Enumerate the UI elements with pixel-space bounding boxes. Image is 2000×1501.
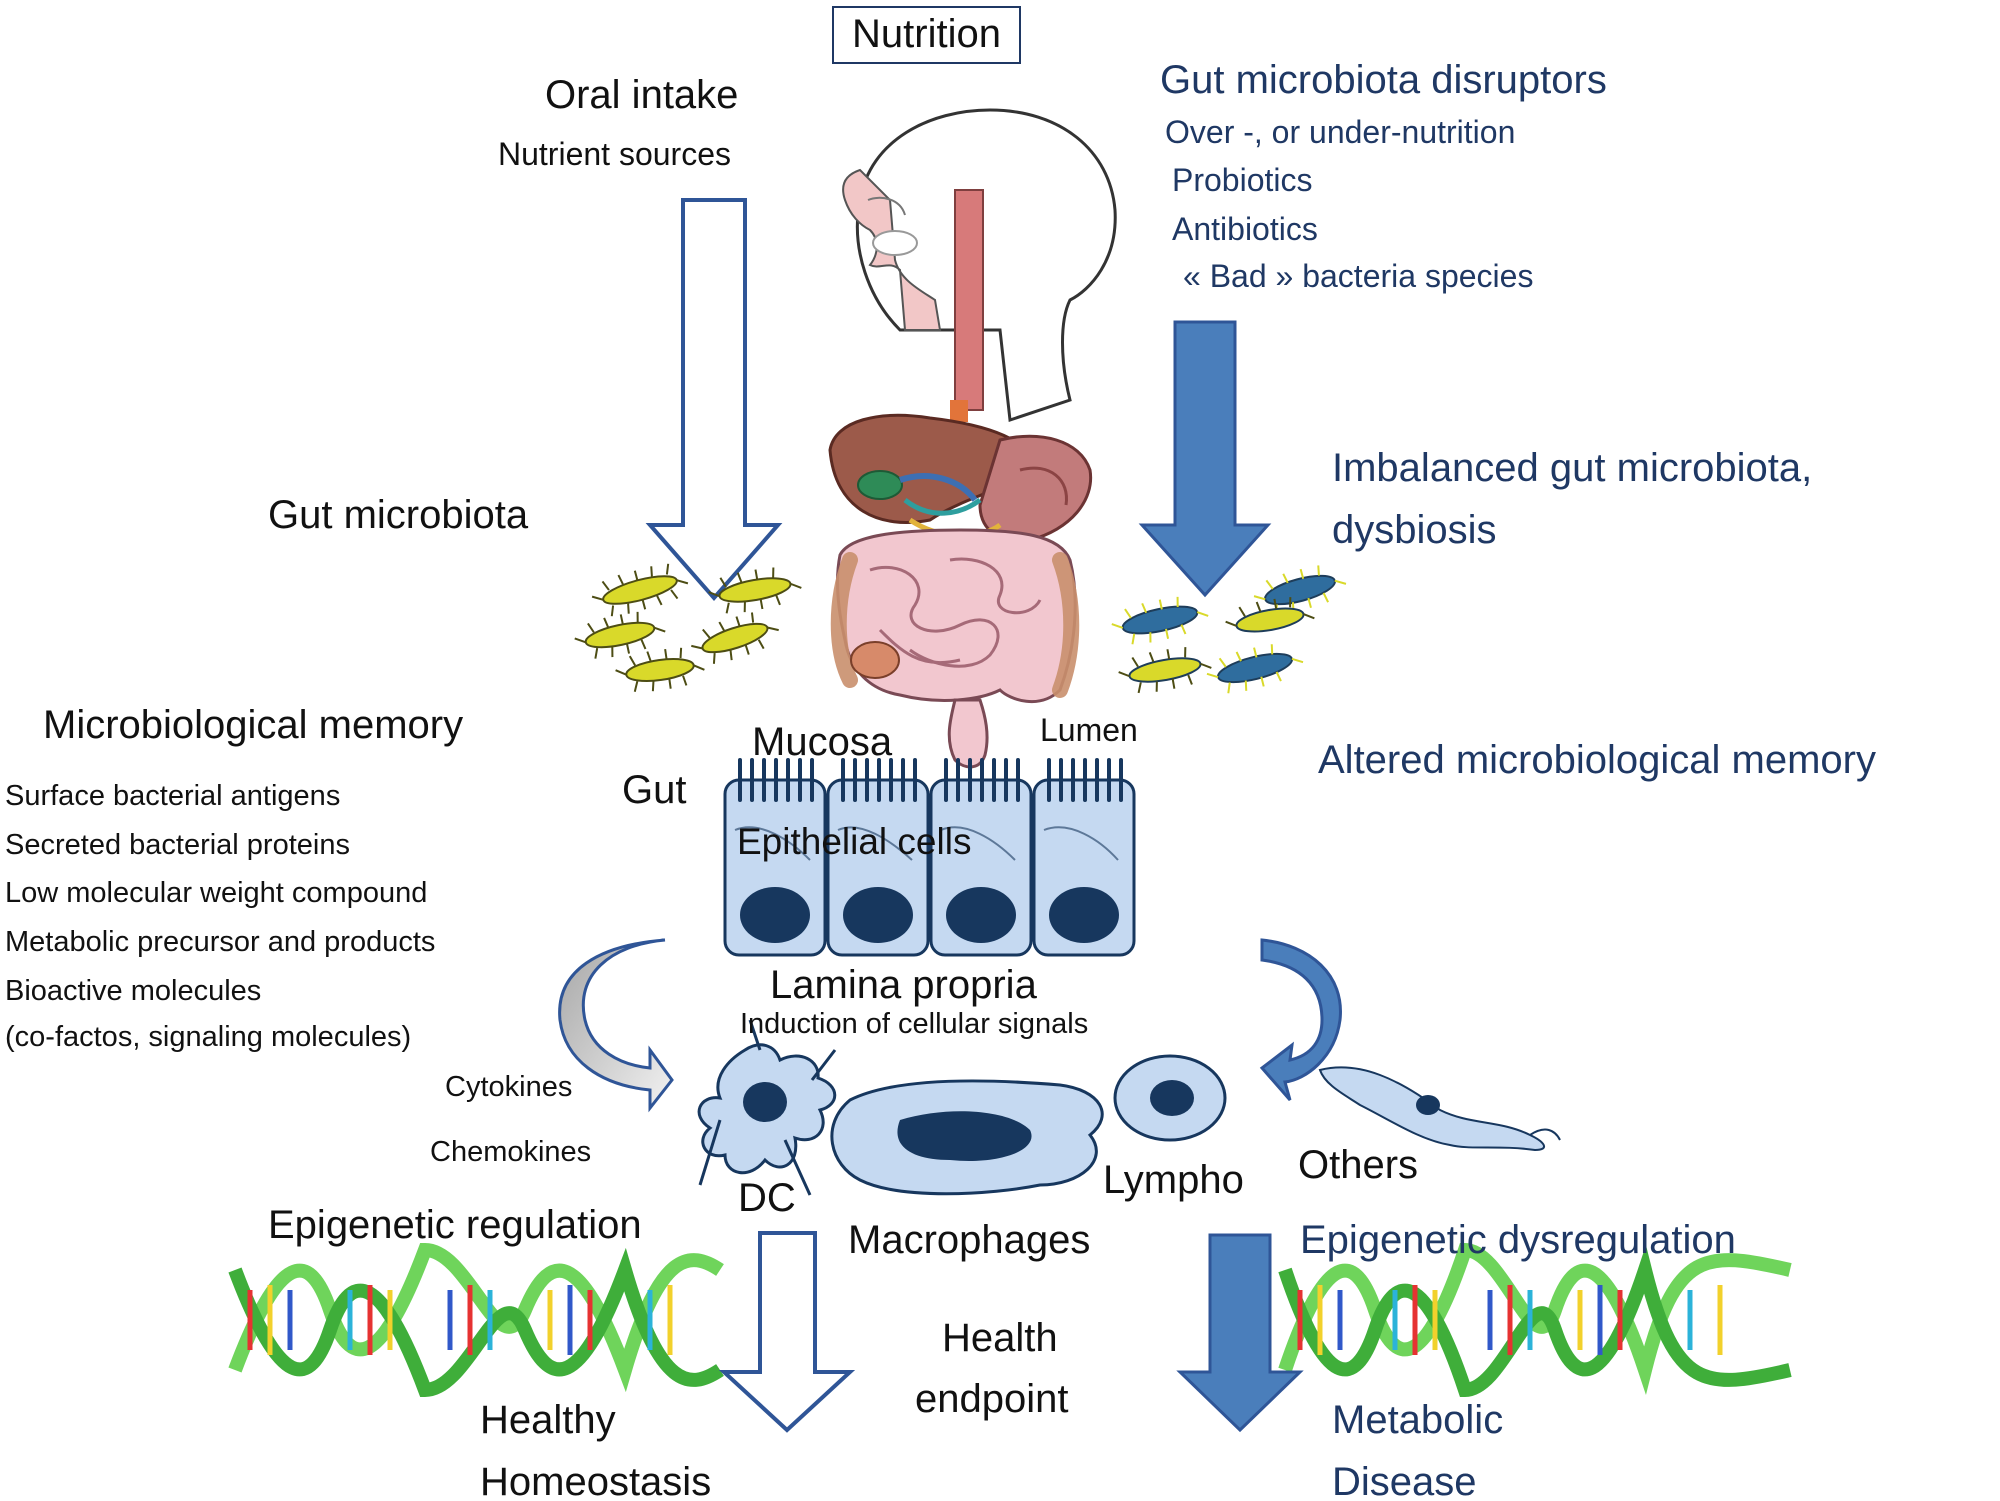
imbalanced-label: Imbalanced gut microbiota, <box>1332 446 1813 490</box>
nutrient-sources-label: Nutrient sources <box>498 136 731 172</box>
gut-microbiota-label: Gut microbiota <box>268 493 529 537</box>
dna-left-icon <box>228 1242 724 1398</box>
epigenetic-dysregulation-label: Epigenetic dysregulation <box>1300 1218 1736 1262</box>
memory-item: Metabolic precursor and products <box>5 926 436 958</box>
disease-arrow <box>1176 1233 1304 1433</box>
health-label: Health <box>942 1316 1058 1360</box>
altered-memory-label: Altered microbiological memory <box>1318 738 1876 782</box>
nutrition-label: Nutrition <box>832 6 1021 64</box>
macrophages-label: Macrophages <box>848 1218 1091 1262</box>
memory-item: Secreted bacterial proteins <box>5 829 350 861</box>
epigenetic-regulation-label: Epigenetic regulation <box>268 1203 642 1247</box>
microbiological-memory-title: Microbiological memory <box>43 703 464 747</box>
healthy-bacteria-icon <box>574 563 802 692</box>
disruptors-title: Gut microbiota disruptors <box>1160 58 1607 102</box>
macrophage-icon <box>830 1079 1104 1196</box>
memory-item: (co-factos, signaling molecules) <box>5 1021 412 1053</box>
dna-right-icon <box>1278 1242 1792 1398</box>
dysbiotic-bacteria-icon <box>1111 565 1347 694</box>
other-cell-icon <box>1318 1066 1561 1152</box>
homeostasis-label: Homeostasis <box>480 1460 712 1501</box>
cytokines-label: Cytokines <box>445 1071 573 1103</box>
gut-label: Gut <box>622 768 687 812</box>
head-icon <box>842 108 1117 423</box>
oral-intake-label: Oral intake <box>545 73 739 117</box>
lamina-propria-label: Lamina propria <box>770 963 1037 1007</box>
memory-item: Low molecular weight compound <box>5 877 428 909</box>
digestive-organs-icon <box>828 413 1093 769</box>
dc-label: DC <box>738 1176 796 1220</box>
lympho-label: Lympho <box>1103 1158 1244 1202</box>
nucleus <box>1049 887 1119 943</box>
disruptors-arrow <box>1138 320 1272 598</box>
mucosa-label: Mucosa <box>752 720 893 764</box>
nucleus <box>740 887 810 943</box>
disruptor-item: Antibiotics <box>1172 211 1318 247</box>
oral-intake-arrow <box>645 198 783 602</box>
healthy-arrow <box>718 1231 856 1433</box>
chemokines-label: Chemokines <box>430 1136 592 1168</box>
disruptor-item: « Bad » bacteria species <box>1183 258 1534 294</box>
memory-item: Bioactive molecules <box>5 975 262 1007</box>
lumen-label: Lumen <box>1040 712 1138 748</box>
epithelial-cells <box>723 758 1136 957</box>
others-label: Others <box>1298 1143 1419 1187</box>
disruptor-item: Over -, or under-nutrition <box>1165 114 1516 150</box>
induction-label: Induction of cellular signals <box>740 1008 1089 1040</box>
memory-item: Surface bacterial antigens <box>5 780 341 812</box>
nucleus <box>843 887 913 943</box>
left-curved-arrow <box>558 938 674 1113</box>
disruptor-item: Probiotics <box>1172 162 1313 198</box>
dysbiosis-label: dysbiosis <box>1332 508 1497 552</box>
lymphocyte-icon <box>1113 1054 1227 1142</box>
epithelial-cells-label: Epithelial cells <box>737 821 972 862</box>
endpoint-label: endpoint <box>915 1377 1069 1421</box>
esophagus-icon <box>954 189 984 411</box>
metabolic-label: Metabolic <box>1332 1398 1504 1442</box>
disease-label: Disease <box>1332 1460 1477 1501</box>
nucleus <box>946 887 1016 943</box>
dendritic-cell-icon <box>697 1019 837 1196</box>
healthy-label: Healthy <box>480 1398 616 1442</box>
right-curved-arrow <box>1259 938 1342 1101</box>
